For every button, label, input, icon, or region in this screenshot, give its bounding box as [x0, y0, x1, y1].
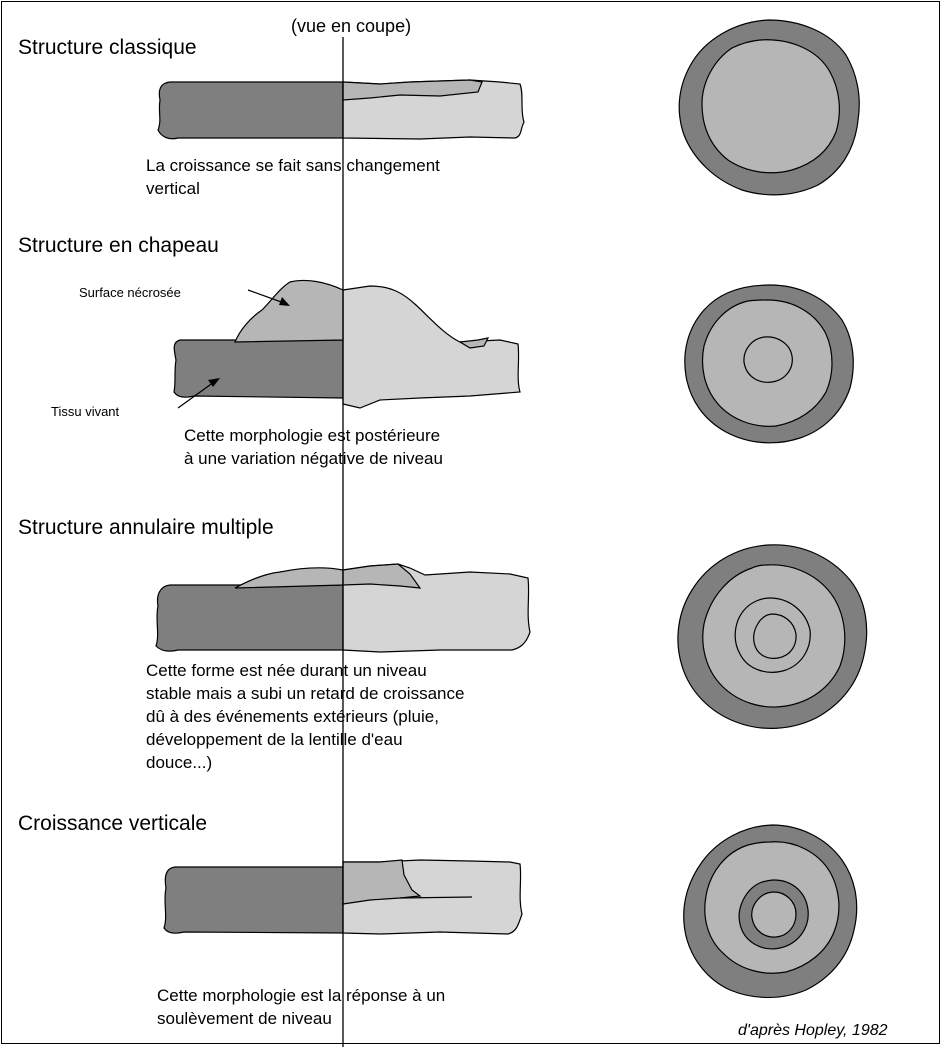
atoll-lagoon [703, 300, 832, 426]
atoll-vertical [684, 825, 857, 998]
atoll-lagoon [703, 565, 845, 707]
living-tissue-left [158, 82, 343, 139]
source-credit: d'après Hopley, 1982 [738, 1022, 888, 1040]
atoll-hat [685, 285, 853, 443]
atoll-classic [679, 20, 859, 195]
profile-classic [158, 80, 524, 139]
label-living-tissue: Tissu vivant [51, 404, 119, 419]
atoll-lagoon [702, 40, 839, 173]
title-hat: Structure en chapeau [18, 234, 219, 258]
label-necrotic-surface: Surface nécrosée [79, 285, 181, 300]
caption-multiring: Cette forme est née durant un niveau sta… [146, 659, 464, 774]
title-multiring: Structure annulaire multiple [18, 516, 274, 540]
living-tissue-left [156, 585, 343, 651]
living-tissue-left [164, 867, 343, 933]
atoll-multiring [678, 545, 867, 729]
dead-surface-right [343, 286, 520, 408]
title-vertical: Croissance verticale [18, 812, 207, 836]
view-label: (vue en coupe) [291, 16, 411, 37]
profile-hat [174, 280, 520, 408]
caption-classic: La croissance se fait sans changement ve… [146, 154, 440, 200]
dead-band-left [235, 568, 343, 588]
caption-hat: Cette morphologie est postérieure à une … [184, 424, 443, 470]
atoll-core [752, 892, 796, 937]
dead-cap-left [235, 280, 343, 342]
caption-vertical: Cette morphologie est la réponse à un so… [157, 984, 445, 1030]
title-classic: Structure classique [18, 36, 197, 60]
living-tissue-left [174, 340, 343, 398]
